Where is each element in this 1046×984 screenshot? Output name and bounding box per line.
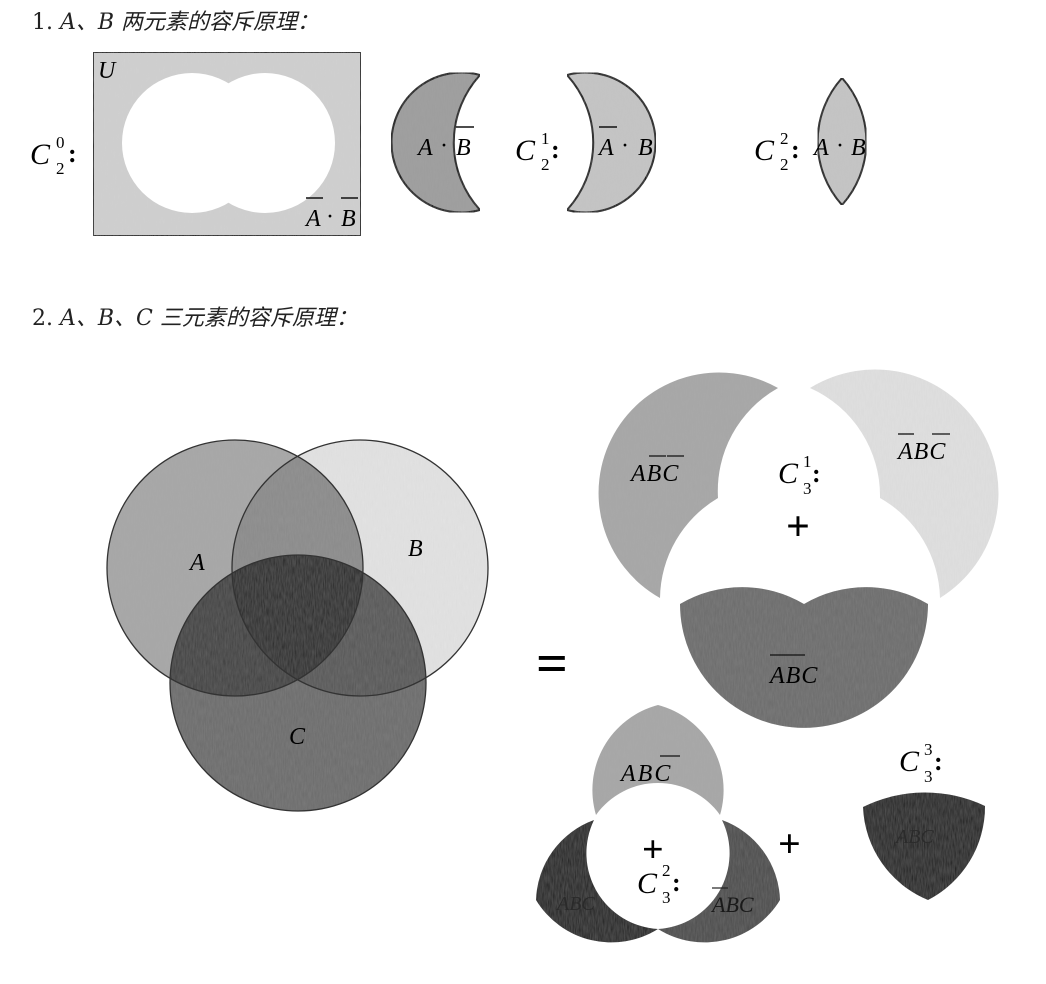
- c32-piece-right: [658, 820, 780, 943]
- section1-title: A、B 两元素的容斥原理：: [60, 10, 320, 35]
- c21-left-b: B: [456, 135, 471, 161]
- section2-title: A、B、C 三元素的容斥原理：: [60, 306, 358, 331]
- c31-piece-top-left: [598, 372, 778, 598]
- c32-label-left: ABC: [555, 893, 595, 915]
- c21-right-crescent: [565, 71, 657, 214]
- c33-sup: 3: [924, 740, 933, 759]
- c31-piece-bottom: [680, 587, 928, 728]
- c32-sub: 3: [662, 888, 671, 907]
- c33-label: ABC: [894, 826, 934, 848]
- c32-diagram: ABC ABC ABC + C 2 3 :: [536, 705, 780, 943]
- c21-right-a: A: [597, 135, 614, 161]
- c22-diagram: A · B C 2 2 :: [754, 76, 868, 207]
- c22-dot: ·: [836, 133, 844, 159]
- c20-universe-diagram: U A · B: [92, 51, 362, 237]
- c22-label: A · B: [812, 133, 866, 161]
- c21-symbol: C 1 2 :: [515, 129, 560, 174]
- c31-bottom-text: ABC: [768, 663, 818, 689]
- c32-symbol: C 2 3 :: [637, 861, 681, 907]
- c21-left-label: A · B: [416, 126, 474, 161]
- c21-right-dot: ·: [621, 133, 629, 159]
- c33-piece-center: [863, 792, 986, 900]
- c33-sub: 3: [924, 767, 933, 786]
- c33-colon: :: [934, 747, 943, 776]
- c32-right-text: ABC: [710, 892, 754, 917]
- c21-left-dot: ·: [440, 133, 448, 159]
- c31-diagram: ABC ABC ABC C 1 3 : +: [598, 369, 999, 728]
- c22-sub: 2: [780, 155, 789, 174]
- c31-plus: +: [786, 504, 810, 550]
- c20-region-b: B: [341, 206, 356, 232]
- c32-piece-top: [592, 705, 724, 815]
- c31-label-top-left: ABC: [629, 455, 684, 487]
- section2-heading: 2. A、B、C 三元素的容斥原理：: [32, 300, 358, 332]
- c31-base: C: [778, 457, 799, 490]
- c31-label-bottom: ABC: [768, 654, 818, 689]
- c21-colon: :: [551, 135, 560, 164]
- c20-region-a: A: [304, 206, 321, 232]
- c31-top-left-text: ABC: [629, 461, 679, 487]
- c21-base: C: [515, 134, 536, 167]
- c22-symbol: C 2 2 :: [754, 129, 800, 174]
- venn-diagram: [107, 440, 488, 811]
- venn-label-a: A: [188, 550, 205, 576]
- c32-sup: 2: [662, 861, 671, 880]
- section2-number: 2.: [32, 306, 53, 331]
- c32-left-text: ABC: [555, 893, 595, 915]
- section1-number: 1.: [32, 10, 53, 35]
- c20-symbol: C 0 2 :: [30, 133, 77, 178]
- c20-colon: :: [68, 139, 77, 168]
- c31-piece-top-right: [810, 369, 999, 598]
- c31-sub: 3: [803, 479, 812, 498]
- c20-sub: 2: [56, 159, 65, 178]
- c22-a: A: [812, 135, 829, 161]
- c32-label-right: ABC: [710, 887, 754, 917]
- c32-label-top: ABC: [619, 755, 680, 787]
- equals-text: =: [536, 633, 568, 695]
- c32-base: C: [637, 867, 658, 900]
- c20-base: C: [30, 138, 51, 171]
- c31-label-top-right: ABC: [896, 433, 950, 465]
- c31-sup: 1: [803, 452, 812, 471]
- c21-sub: 2: [541, 155, 550, 174]
- c20-region-dot: ·: [326, 204, 334, 230]
- c20-sup: 0: [56, 133, 65, 152]
- c32-colon: :: [672, 868, 681, 897]
- c33-symbol: C 3 3 :: [899, 740, 943, 786]
- c21-right-b: B: [638, 135, 653, 161]
- c32-top-text: ABC: [619, 761, 672, 787]
- venn-label-b: B: [408, 536, 423, 562]
- c22-b: B: [851, 135, 866, 161]
- c33-base: C: [899, 745, 920, 778]
- c33-diagram: ABC C 3 3 :: [863, 740, 986, 900]
- c22-base: C: [754, 134, 775, 167]
- c20-region-label: A · B: [304, 197, 358, 232]
- c22-lens: [816, 76, 868, 207]
- equals-sign: =: [536, 633, 568, 695]
- c31-colon: :: [812, 459, 821, 488]
- venn-label-c: C: [289, 724, 306, 750]
- universe-label: U: [98, 58, 117, 84]
- c31-symbol: C 1 3 :: [778, 452, 821, 498]
- c21-sup: 1: [541, 129, 550, 148]
- c21-left-a: A: [416, 135, 433, 161]
- c22-colon: :: [791, 135, 800, 164]
- c31-top-right-text: ABC: [896, 439, 946, 465]
- c32-plus-inner: +: [642, 829, 664, 871]
- c21-right-label: A · B: [597, 126, 653, 161]
- section1-heading: 1. A、B 两元素的容斥原理：: [32, 4, 319, 36]
- universe-hole-b: [195, 73, 335, 213]
- c32-piece-left: [536, 820, 658, 943]
- c21-diagram: A · B A · B C 1 2 :: [390, 71, 657, 214]
- venn-outlines: [106, 439, 489, 812]
- c21-left-crescent: [390, 71, 482, 214]
- plus-between: +: [778, 821, 801, 866]
- c22-sup: 2: [780, 129, 789, 148]
